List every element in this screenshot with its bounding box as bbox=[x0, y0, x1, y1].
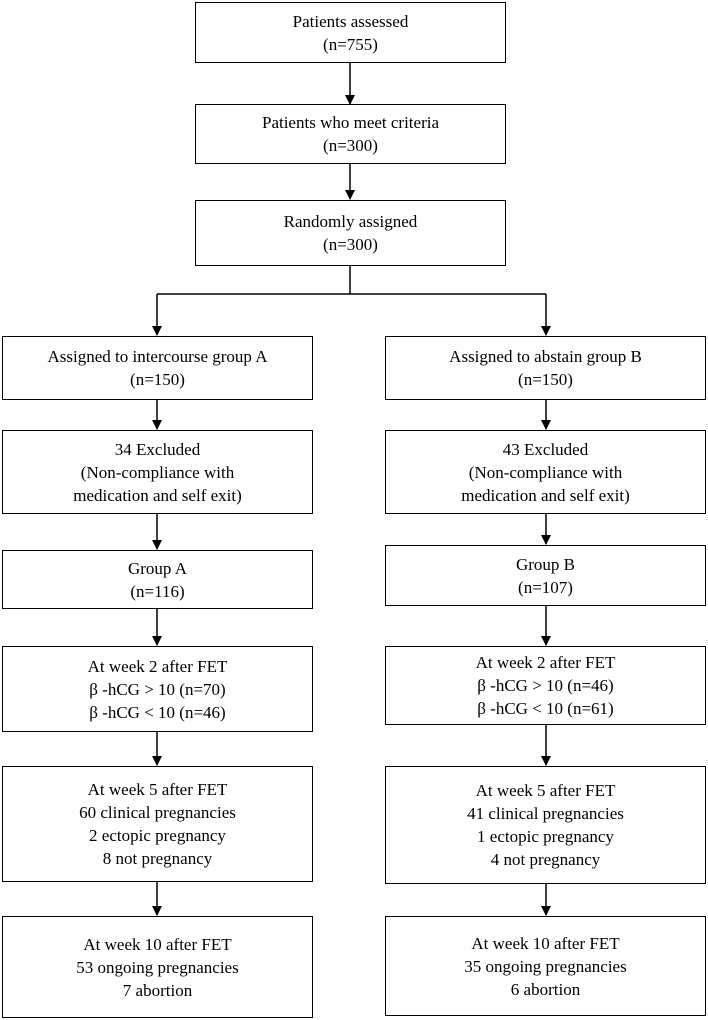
box-group-a-excluded: 34 Excluded (Non-compliance with medicat… bbox=[2, 430, 313, 514]
box-text-line: (n=116) bbox=[130, 581, 185, 601]
box-text-line: Assigned to intercourse group A bbox=[47, 347, 268, 366]
box-text-line: β -hCG > 10 (n=70) bbox=[89, 679, 226, 699]
box-text-line: (n=107) bbox=[518, 577, 573, 597]
box-randomly-assigned: Randomly assigned (n=300) bbox=[195, 200, 506, 266]
box-text-line: (n=300) bbox=[323, 235, 378, 254]
box-text-line: 4 not pregnancy bbox=[490, 850, 601, 869]
box-text-line: Assigned to abstain group B bbox=[449, 347, 642, 366]
box-text-line: (n=150) bbox=[518, 370, 573, 389]
box-text-line: β -hCG > 10 (n=46) bbox=[477, 676, 614, 695]
box-text-line: Patients who meet criteria bbox=[261, 113, 440, 132]
box-text-line: β -hCG < 10 (n=61) bbox=[477, 699, 614, 718]
box-text-line: 2 ectopic pregnancy bbox=[89, 826, 226, 845]
box-text-line: Randomly assigned bbox=[283, 212, 418, 231]
box-text-line: At week 2 after FET bbox=[475, 653, 616, 672]
box-text-line: (Non-compliance with bbox=[468, 462, 623, 482]
box-text-line: 43 Excluded bbox=[502, 439, 589, 459]
box-patients-assessed: Patients assessed (n=755) bbox=[195, 2, 506, 63]
box-text-line: (Non-compliance with bbox=[80, 462, 235, 482]
box-group-a-week10: At week 10 after FET 53 ongoing pregnanc… bbox=[2, 916, 313, 1018]
box-group-a: Group A (n=116) bbox=[2, 550, 313, 609]
box-group-b-week5: At week 5 after FET 41 clinical pregnanc… bbox=[385, 766, 706, 884]
box-group-a-week5: At week 5 after FET 60 clinical pregnanc… bbox=[2, 766, 313, 882]
box-text-line: 6 abortion bbox=[510, 979, 581, 999]
box-group-b: Group B (n=107) bbox=[385, 545, 706, 606]
box-text-line: 35 ongoing pregnancies bbox=[464, 956, 627, 976]
box-text-line: β -hCG < 10 (n=46) bbox=[89, 702, 226, 722]
box-group-b-excluded: 43 Excluded (Non-compliance with medicat… bbox=[385, 430, 706, 514]
box-group-b-assigned: Assigned to abstain group B (n=150) bbox=[385, 336, 706, 400]
box-group-a-week2: At week 2 after FET β -hCG > 10 (n=70) β… bbox=[2, 646, 313, 732]
box-group-a-assigned: Assigned to intercourse group A (n=150) bbox=[2, 336, 313, 400]
box-text-line: Patients assessed bbox=[292, 11, 409, 31]
box-text-line: At week 2 after FET bbox=[87, 656, 228, 676]
box-text-line: Group B bbox=[515, 554, 576, 574]
box-text-line: (n=755) bbox=[323, 34, 378, 54]
box-text-line: medication and self exit) bbox=[73, 485, 242, 505]
box-text-line: 7 abortion bbox=[122, 980, 193, 1000]
box-patients-meet-criteria: Patients who meet criteria (n=300) bbox=[195, 104, 506, 164]
box-text-line: 60 clinical pregnancies bbox=[79, 803, 236, 822]
box-text-line: 41 clinical pregnancies bbox=[467, 804, 624, 823]
box-group-b-week10: At week 10 after FET 35 ongoing pregnanc… bbox=[385, 916, 706, 1016]
box-text-line: (n=300) bbox=[323, 136, 378, 155]
box-text-line: 1 ectopic pregnancy bbox=[477, 827, 614, 846]
box-group-b-week2: At week 2 after FET β -hCG > 10 (n=46) β… bbox=[385, 646, 706, 725]
box-text-line: At week 5 after FET bbox=[475, 781, 616, 800]
box-text-line: (n=150) bbox=[130, 370, 185, 389]
box-text-line: 34 Excluded bbox=[114, 439, 201, 459]
box-text-line: 8 not pregnancy bbox=[102, 849, 213, 868]
box-text-line: At week 10 after FET bbox=[83, 934, 232, 954]
box-text-line: At week 5 after FET bbox=[87, 780, 228, 799]
box-text-line: medication and self exit) bbox=[461, 485, 630, 505]
box-text-line: Group A bbox=[127, 558, 188, 578]
box-text-line: At week 10 after FET bbox=[471, 933, 620, 953]
box-text-line: 53 ongoing pregnancies bbox=[76, 957, 239, 977]
